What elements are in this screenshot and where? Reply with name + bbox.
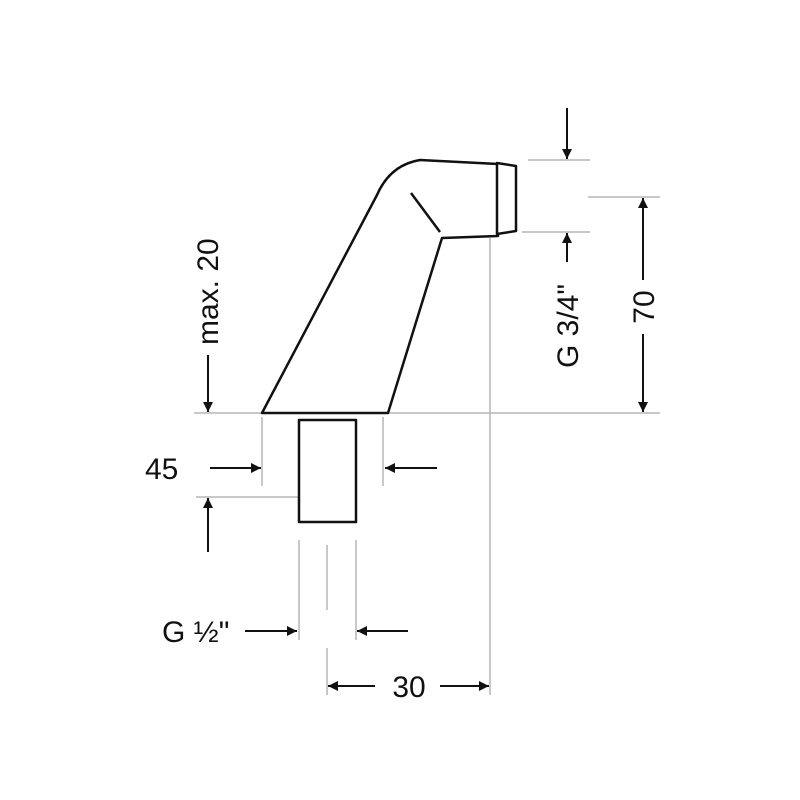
outlet-thread-label: G 3/4" [552, 284, 585, 368]
extension-lines [194, 159, 660, 695]
offset-label: 45 [145, 453, 178, 486]
inlet-thread [297, 418, 358, 524]
outlet-thread [495, 161, 518, 236]
elbow-body [260, 158, 500, 415]
projection-label: 30 [392, 671, 425, 704]
dimension-arrows [203, 108, 648, 691]
fitting-outline [260, 158, 518, 524]
inlet-thread-label: G ½" [162, 616, 229, 649]
max-depth-label: max. 20 [192, 238, 225, 345]
height-label: 70 [628, 290, 661, 323]
elbow-crease-line [409, 192, 442, 233]
